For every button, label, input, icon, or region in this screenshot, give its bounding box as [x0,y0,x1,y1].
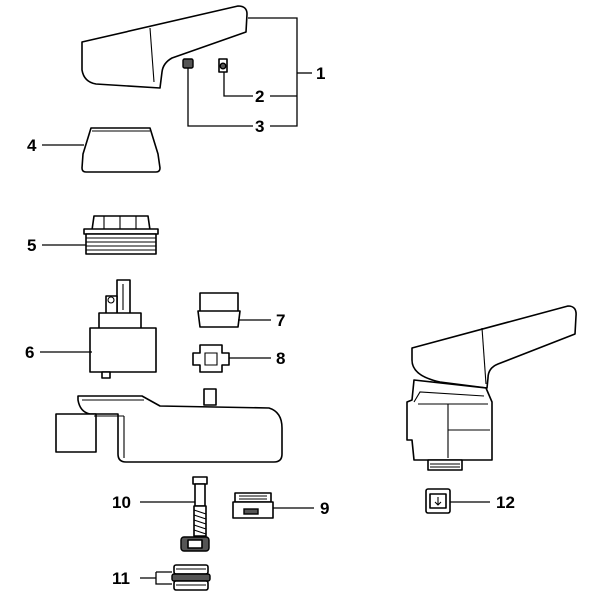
callout-labels: 1 2 3 4 5 6 7 8 9 10 11 12 [25,64,515,588]
callout-4: 4 [27,136,37,155]
callout-7: 7 [276,311,285,330]
cylinder-cap [197,292,271,328]
callout-9: 9 [320,499,329,518]
aerator [232,492,314,519]
retaining-clip [192,344,271,373]
set-plug [182,58,194,69]
callout-11: 11 [112,569,130,588]
callout-10: 10 [112,493,131,512]
lever-handle [81,5,248,89]
assembled-valve [406,305,577,471]
flow-insert [425,488,490,514]
callout-5: 5 [27,236,36,255]
leaders-1-2-3 [187,17,312,127]
callout-2: 2 [255,87,264,106]
cartridge [40,279,157,379]
callout-6: 6 [25,343,34,362]
small-screw [218,58,228,73]
callout-8: 8 [276,349,285,368]
callout-1: 1 [316,64,325,83]
spout-body [55,388,283,463]
valve-stem [140,476,210,552]
threaded-nut [42,215,159,255]
callout-12: 12 [496,493,515,512]
callout-3: 3 [255,117,264,136]
cap-cover [42,127,161,173]
washer-set [140,564,211,591]
